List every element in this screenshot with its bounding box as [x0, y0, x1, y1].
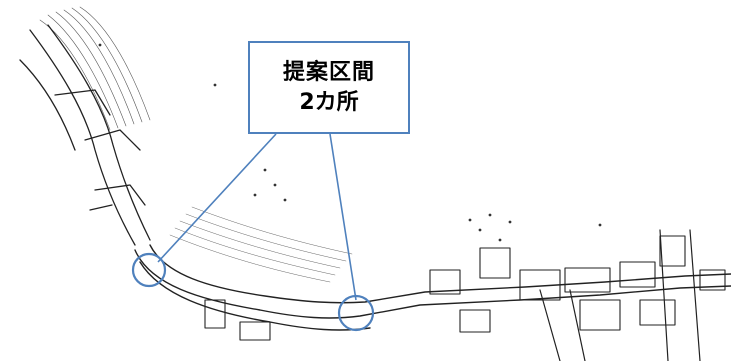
leader-line-2: [329, 133, 357, 301]
proposal-section-2-circle: [337, 294, 375, 332]
slope-hatching-lower: [169, 206, 353, 283]
slope-hatching-upper: [39, 6, 151, 131]
highlight-circles: [131, 252, 375, 332]
proposal-section-1-circle: [131, 252, 167, 288]
callout-line-2: 2カ所: [299, 89, 359, 115]
road-upper-section: [19, 24, 151, 246]
leader-lines: [157, 133, 357, 301]
leader-line-1: [157, 133, 277, 263]
survey-points: [98, 43, 602, 242]
cross-road: [539, 229, 701, 361]
callout-line-1: 提案区間: [282, 59, 375, 85]
building-blocks: [204, 235, 726, 341]
callout-box: 提案区間 2カ所: [248, 41, 410, 134]
